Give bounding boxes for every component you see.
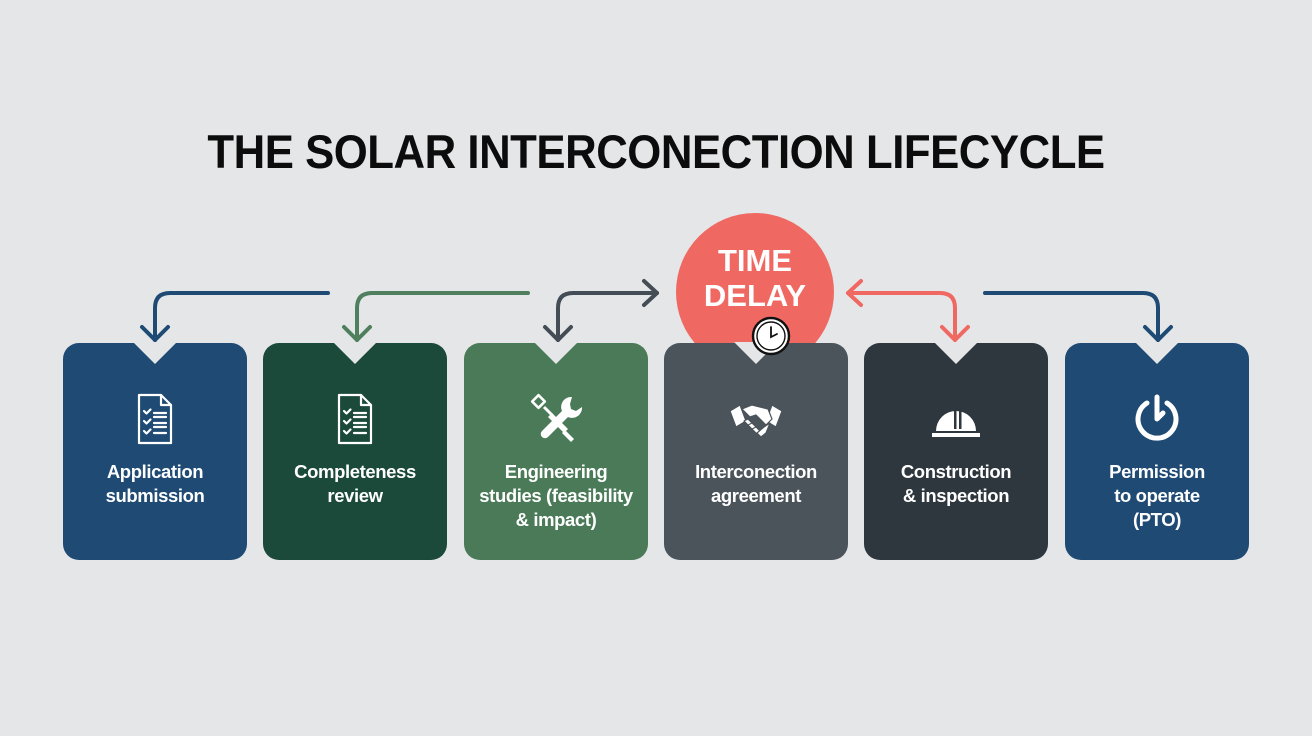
step-label: Engineering studies (feasibility & impac… (479, 461, 633, 530)
card-notch (333, 342, 377, 364)
clock-icon (751, 316, 791, 356)
checklist-document-icon (337, 393, 373, 445)
step-card-application-submission: Application submission (63, 342, 247, 560)
handshake-icon (729, 404, 783, 438)
card-notch (133, 342, 177, 364)
step-card-completeness-review: Completeness review (263, 342, 447, 560)
card-notch (534, 342, 578, 364)
step-label: Completeness review (294, 461, 416, 506)
time-delay-line2: DELAY (703, 278, 807, 313)
step-label: Application submission (105, 461, 205, 506)
step-label: Permission to operate (PTO) (1109, 461, 1205, 530)
power-icon (1135, 394, 1179, 441)
arrow-step-3-to-delay (543, 279, 659, 342)
step-label: Interconection agreement (695, 461, 817, 506)
page-title: THE SOLAR INTERCONECTION LIFECYCLE (207, 125, 1105, 178)
card-notch (1135, 342, 1179, 364)
hard-hat-icon (932, 409, 980, 437)
step-card-permission-to-operate: Permission to operate (PTO) (1065, 342, 1249, 560)
step-card-interconection-agreement: Interconection agreement (664, 342, 848, 560)
arrow-delay-to-step-5 (846, 279, 970, 342)
time-delay-line1: TIME (717, 243, 793, 278)
arrow-to-step-2 (342, 291, 530, 342)
step-label: Construction & inspection (900, 461, 1012, 506)
step-card-construction-inspection: Construction & inspection (864, 342, 1048, 560)
card-notch (934, 342, 978, 364)
arrow-to-step-1 (140, 291, 330, 342)
arrow-to-step-6 (983, 291, 1173, 342)
step-card-engineering-studies: Engineering studies (feasibility & impac… (464, 342, 648, 560)
wrench-screwdriver-icon (530, 393, 583, 442)
checklist-document-icon (137, 393, 173, 445)
